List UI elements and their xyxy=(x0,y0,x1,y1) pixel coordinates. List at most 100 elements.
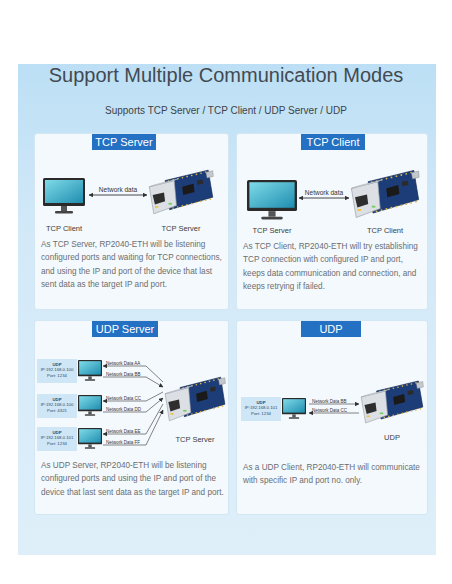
endpoint-info-box: UDPIP:192.168.0.101Port: 1234 xyxy=(37,427,77,451)
rp2040-eth-node: TCP Server xyxy=(147,166,215,234)
monitor-icon xyxy=(78,428,102,449)
monitor-part xyxy=(78,428,102,444)
board-part xyxy=(393,387,395,389)
board-part xyxy=(153,193,165,205)
board-part xyxy=(393,394,405,405)
board-part xyxy=(351,179,382,188)
protocol-label: UDP xyxy=(37,362,77,368)
board-part xyxy=(410,410,412,412)
device-label: TCP Client xyxy=(25,224,103,234)
board-part xyxy=(191,413,193,415)
board-part xyxy=(182,177,184,179)
board-part xyxy=(196,384,198,386)
board-part xyxy=(197,180,203,185)
panel-header: TCP Client xyxy=(301,134,365,150)
monitor-icon xyxy=(282,398,306,419)
description-text: As TCP Server, RP2040-ETH will be listen… xyxy=(41,238,225,292)
device-label: TCP Client xyxy=(335,226,435,236)
rp2040-eth-node: TCP Client xyxy=(349,166,421,236)
monitor-part xyxy=(85,414,95,415)
endpoint-info-box: UDPIP:192.168.0.100Port: 4321 xyxy=(37,394,77,418)
board-part xyxy=(191,175,193,177)
board-part xyxy=(183,410,186,412)
monitor-part xyxy=(78,395,102,411)
board-part xyxy=(400,204,402,206)
address-text: IP:192.168.0.100 xyxy=(37,367,77,373)
board-part xyxy=(381,209,383,211)
board-part xyxy=(206,171,213,178)
board-part xyxy=(405,203,407,205)
address-text: IP:192.168.0.101 xyxy=(241,405,281,411)
mode-panel: TCP ServerAs TCP Server, RP2040-ETH will… xyxy=(34,133,229,310)
board-part xyxy=(169,203,172,205)
monitor-icon xyxy=(247,180,297,220)
board-part xyxy=(168,400,180,412)
board-part xyxy=(155,206,158,208)
board-part xyxy=(357,209,361,211)
endpoint-info-box: UDPIP:192.168.0.100Port: 1234 xyxy=(37,359,77,383)
monitor-part xyxy=(88,411,91,414)
board-part xyxy=(213,379,215,381)
address-text: Port: 1234 xyxy=(37,373,77,379)
monitor-icon xyxy=(78,395,102,416)
board-part xyxy=(210,387,216,392)
board-part xyxy=(411,171,419,179)
board-part xyxy=(402,385,404,387)
board-part xyxy=(222,405,224,407)
board-part xyxy=(386,178,388,180)
board-part xyxy=(186,176,188,178)
monitor-part xyxy=(268,211,275,217)
monitor-part xyxy=(85,447,95,448)
pc-node: TCP Client xyxy=(39,178,89,234)
protocol-label: UDP xyxy=(241,400,281,406)
board-part xyxy=(172,207,174,209)
board-part xyxy=(200,383,202,385)
board-part xyxy=(177,206,179,208)
board-part xyxy=(407,390,413,395)
board-part xyxy=(405,173,407,175)
edge-label: Network Data DD xyxy=(106,406,141,412)
board-part xyxy=(181,205,183,207)
board-part xyxy=(149,178,178,186)
edge-label: Network Data CC xyxy=(106,395,141,401)
description-text: As a UDP Client, RP2040-ETH will communi… xyxy=(243,461,424,488)
edge-label: Network data xyxy=(99,186,137,194)
panel-header: TCP Server xyxy=(92,134,156,150)
monitor-part xyxy=(85,379,95,380)
monitor-part xyxy=(289,417,299,418)
board-part xyxy=(218,378,225,385)
udp-endpoint: UDPIP:192.168.0.100Port: 1234 xyxy=(37,359,103,383)
address-text: Port: 4321 xyxy=(37,408,77,414)
board-part xyxy=(415,409,417,411)
board-part xyxy=(209,381,211,383)
board-part xyxy=(195,202,197,204)
board-part xyxy=(200,172,202,174)
rp2040-eth-node: TCP Server xyxy=(163,373,227,445)
board-part xyxy=(205,199,207,201)
board-part xyxy=(397,413,399,415)
description-text: As TCP Client, RP2040-ETH will try estab… xyxy=(243,240,424,294)
mode-panel: TCP ClientAs TCP Client, RP2040-ETH will… xyxy=(236,133,428,310)
board-part xyxy=(187,414,189,416)
board-part xyxy=(395,175,397,177)
board-part xyxy=(213,408,215,410)
board-part xyxy=(420,408,422,410)
board-part xyxy=(401,412,403,414)
board-part xyxy=(388,416,390,418)
board-part xyxy=(361,389,390,397)
edge-label: Network Data BB xyxy=(106,371,141,377)
description-text: As UDP Server, RP2040-ETH will be listen… xyxy=(41,459,225,499)
monitor-part xyxy=(78,360,102,376)
edge-label: Network Data BB xyxy=(312,398,347,404)
board-part xyxy=(385,208,387,210)
protocol-label: UDP xyxy=(37,430,77,436)
endpoint-info-box: UDPIP:192.168.0.101Port: 1234 xyxy=(241,397,281,421)
board-part xyxy=(397,386,399,388)
board-part xyxy=(392,415,394,417)
board-part xyxy=(217,406,219,408)
edge-label: Network Data AA xyxy=(106,360,140,366)
udp-endpoint: UDPIP:192.168.0.100Port: 4321 xyxy=(37,394,103,418)
board-part xyxy=(367,416,370,418)
address-text: IP:192.168.0.101 xyxy=(37,435,77,441)
udp-endpoint: UDPIP:192.168.0.101Port: 1234 xyxy=(37,427,103,451)
